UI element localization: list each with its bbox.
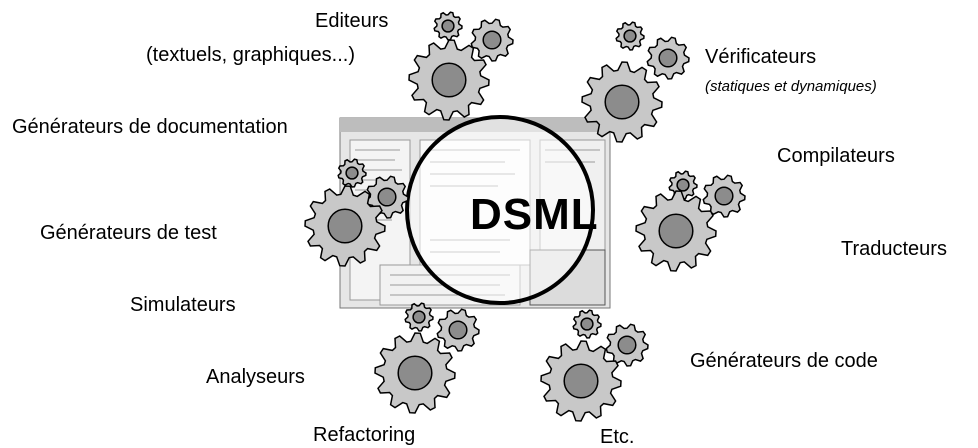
- label-simulateurs: Simulateurs: [130, 294, 236, 316]
- gear-editeurs-large-hub: [431, 62, 467, 98]
- label-verificateurs-detail: (statiques et dynamiques): [705, 78, 877, 95]
- label-verificateurs: Vérificateurs: [705, 46, 817, 68]
- label-refactoring: Refactoring: [313, 424, 416, 446]
- gear-verificateurs-small-1-hub: [623, 29, 637, 43]
- gear-compilateurs-large-hub: [658, 213, 694, 249]
- label-generateurs-test: Générateurs de test: [40, 222, 217, 244]
- gear-analyseurs-large-hub: [397, 355, 433, 391]
- gear-analyseurs-small-1-hub: [412, 310, 426, 324]
- label-generateurs-documentation: Générateurs de documentation: [12, 116, 288, 138]
- gear-compilateurs-small-1-hub: [676, 178, 690, 192]
- gear-code-small-2-hub: [617, 335, 637, 355]
- label-generateurs-code: Générateurs de code: [690, 350, 878, 372]
- gear-code-small-1-hub: [580, 317, 594, 331]
- center-label: DSML: [470, 190, 599, 239]
- gear-test-small-1-hub: [345, 166, 359, 180]
- gear-verificateurs-large-hub: [604, 84, 640, 120]
- gear-test-small-2-hub: [377, 187, 397, 207]
- gear-code-large-hub: [563, 363, 599, 399]
- gear-verificateurs-small-2-hub: [658, 48, 678, 68]
- label-etc: Etc.: [600, 426, 635, 448]
- dsml-circle: [405, 115, 595, 305]
- gear-editeurs-small-2-hub: [482, 30, 502, 50]
- label-editeurs: Editeurs: [315, 10, 389, 32]
- label-editeurs-detail: (textuels, graphiques...): [146, 44, 355, 66]
- gear-analyseurs-small-2-hub: [448, 320, 468, 340]
- gear-editeurs-small-1-hub: [441, 19, 455, 33]
- gear-group: [304, 11, 746, 422]
- gear-compilateurs-small-2-hub: [714, 186, 734, 206]
- label-compilateurs: Compilateurs: [777, 145, 895, 167]
- label-traducteurs: Traducteurs: [841, 238, 947, 260]
- gear-test-large-hub: [327, 208, 363, 244]
- label-analyseurs: Analyseurs: [206, 366, 305, 388]
